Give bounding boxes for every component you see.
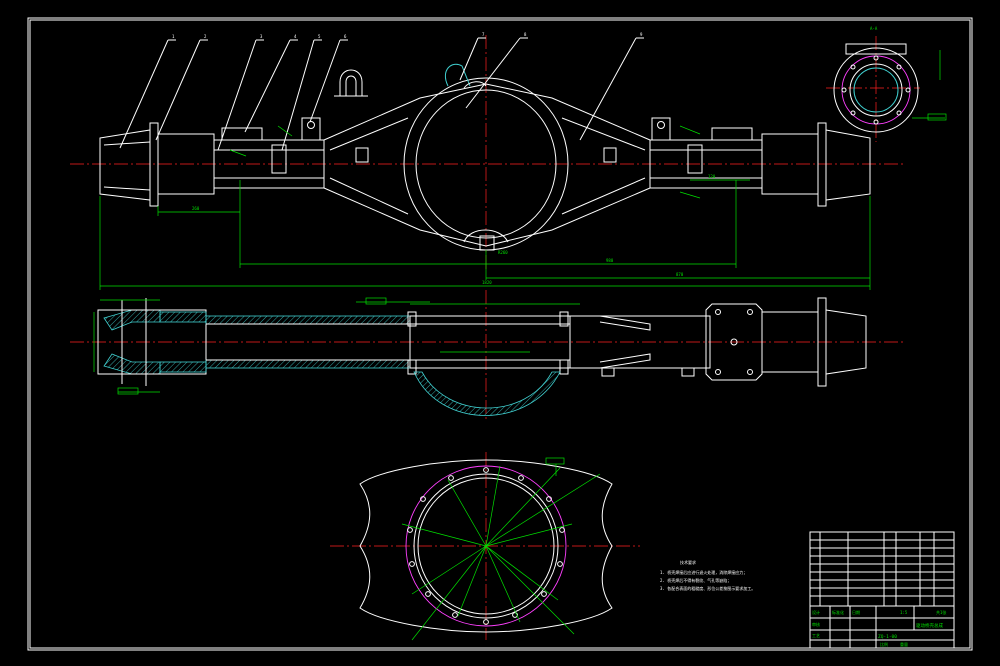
outer-border [27, 17, 973, 651]
dimension-lines [99, 125, 871, 290]
front-view: 1820 870 980 260 120 R260 [70, 35, 905, 290]
label-ratio: 比例 [880, 641, 888, 647]
balloon-leaders [119, 37, 644, 151]
label-date: 日期 [852, 609, 860, 615]
balloon-number-7: 7 [482, 32, 485, 37]
balloon-number-8: 8 [524, 32, 527, 37]
label-weight: 重量 [900, 641, 908, 647]
drawing-name: 驱动桥壳总成 [916, 622, 943, 629]
dim-span-center: 980 [606, 258, 614, 263]
balloon-number-9: 9 [640, 32, 643, 37]
section-view [70, 290, 905, 420]
balloon-number-5: 5 [318, 34, 321, 39]
title-block: 驱动桥壳总成 ZQ-1-00 1:5 共1张 设计 审核 工艺 标准化 日期 比… [809, 531, 955, 649]
notes-title: 技术要求 [680, 559, 696, 565]
label-review: 审核 [812, 621, 820, 627]
balloon-numbers: 1 2 3 4 5 6 7 8 9 [172, 32, 643, 39]
dim-left-offset: 260 [192, 206, 200, 211]
drawing-code: ZQ-1-00 [878, 634, 897, 640]
drawing-sheet: 共1张 [936, 609, 946, 615]
flange-view [330, 452, 640, 641]
section-label: A-A [870, 26, 878, 31]
drawing-scale: 1:5 [900, 610, 908, 615]
balloon-number-6: 6 [344, 34, 347, 39]
label-process: 工艺 [812, 633, 820, 638]
end-view: A-A [826, 26, 947, 142]
inner-border [29, 19, 971, 649]
label-design: 设计 [812, 609, 820, 615]
balloon-number-4: 4 [294, 34, 297, 39]
label-standard: 标准化 [832, 609, 844, 615]
balloon-number-2: 2 [204, 34, 207, 39]
note-3: 3. 各配合表面的粗糙度、形位公差按图示要求加工。 [660, 585, 755, 591]
dim-mid-radius: R260 [498, 250, 508, 255]
dim-overall-length: 1820 [482, 280, 492, 285]
dim-span-right: 870 [676, 272, 684, 277]
balloon-number-1: 1 [172, 34, 175, 39]
balloon-number-3: 3 [260, 34, 263, 39]
dim-spring-seat: 120 [708, 174, 716, 179]
technical-notes: 技术要求 1. 桥壳焊接后应进行退火处理，消除焊接应力； 2. 桥壳焊后不得有裂… [660, 559, 755, 591]
note-1: 1. 桥壳焊接后应进行退火处理，消除焊接应力； [660, 569, 747, 575]
note-2: 2. 桥壳焊后不得有裂纹、气孔等缺陷； [660, 577, 731, 583]
